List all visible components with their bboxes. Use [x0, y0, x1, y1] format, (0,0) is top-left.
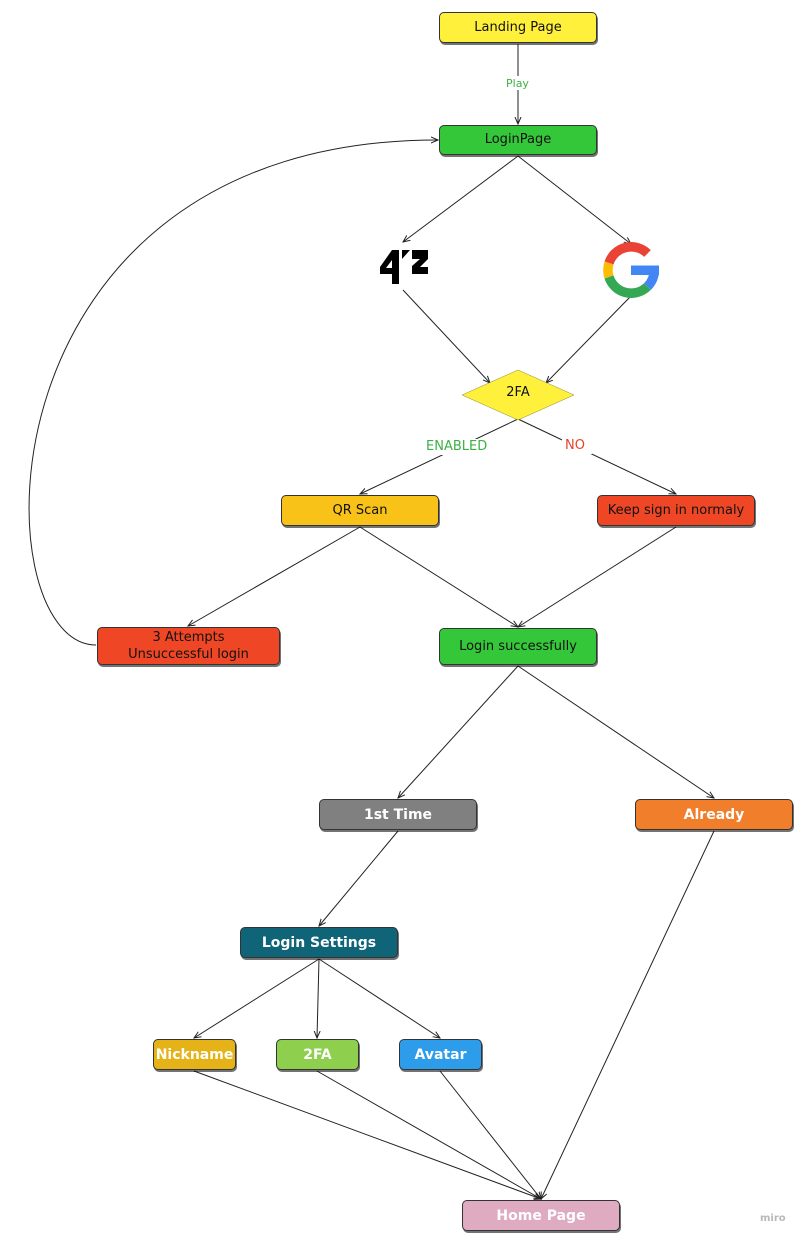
- node-keep-sign-in[interactable]: Keep sign in normaly: [597, 495, 755, 526]
- edge-2fa-qr: [360, 418, 519, 494]
- node-login-settings[interactable]: Login Settings: [240, 927, 398, 958]
- edge-42-2fa: [402, 289, 490, 383]
- node-home-page[interactable]: Home Page: [462, 1200, 620, 1231]
- node-already[interactable]: Already: [635, 799, 793, 830]
- edge-success-already: [517, 665, 714, 798]
- decision-2fa-diamond: [461, 369, 575, 421]
- label-bg-no: [562, 438, 592, 454]
- edge-google-2fa: [546, 295, 632, 383]
- label-bg-enabled: [424, 439, 494, 455]
- edge-settings-avatar: [318, 958, 440, 1038]
- node-nickname[interactable]: Nickname: [153, 1039, 236, 1070]
- edge-2fa-keep: [517, 418, 676, 494]
- edge-nickname-home: [193, 1070, 541, 1199]
- edge-keep-success: [518, 526, 677, 627]
- edge-already-home: [541, 830, 715, 1199]
- node-qr-scan[interactable]: QR Scan: [281, 495, 439, 526]
- edge-avatar-home: [439, 1070, 541, 1199]
- node-3-attempts[interactable]: 3 Attempts Unsuccessful login: [97, 627, 280, 665]
- edge-label-play: Play: [506, 77, 529, 90]
- google-g-icon: [603, 242, 660, 298]
- edge-login-42: [403, 155, 519, 242]
- miro-watermark: miro: [760, 1213, 786, 1224]
- edge-settings-nickname: [194, 958, 320, 1038]
- node-login-successfully[interactable]: Login successfully: [439, 628, 597, 665]
- edge-success-first: [398, 665, 519, 798]
- edge-login-google: [517, 155, 631, 244]
- edge-attempts-login: [28, 140, 438, 646]
- node-3-attempts-line1: 3 Attempts: [152, 630, 225, 645]
- 42-logo-icon: [380, 250, 428, 284]
- node-avatar[interactable]: Avatar: [399, 1039, 482, 1070]
- node-1st-time[interactable]: 1st Time: [319, 799, 477, 830]
- edge-settings-2fa: [317, 958, 319, 1038]
- label-bg-play: [505, 76, 531, 90]
- edge-2fa-home: [316, 1070, 541, 1199]
- decision-2fa-label: 2FA: [506, 385, 530, 400]
- edge-qr-attempts: [188, 526, 361, 626]
- node-2fa-setting[interactable]: 2FA: [276, 1039, 359, 1070]
- edge-label-enabled: ENABLED: [426, 439, 488, 454]
- node-login-page[interactable]: LoginPage: [439, 125, 597, 155]
- node-3-attempts-line2: Unsuccessful login: [128, 647, 249, 662]
- edge-label-no: NO: [565, 438, 585, 453]
- edge-qr-success: [359, 526, 518, 627]
- edge-first-settings: [319, 830, 399, 926]
- node-landing-page[interactable]: Landing Page: [439, 12, 597, 43]
